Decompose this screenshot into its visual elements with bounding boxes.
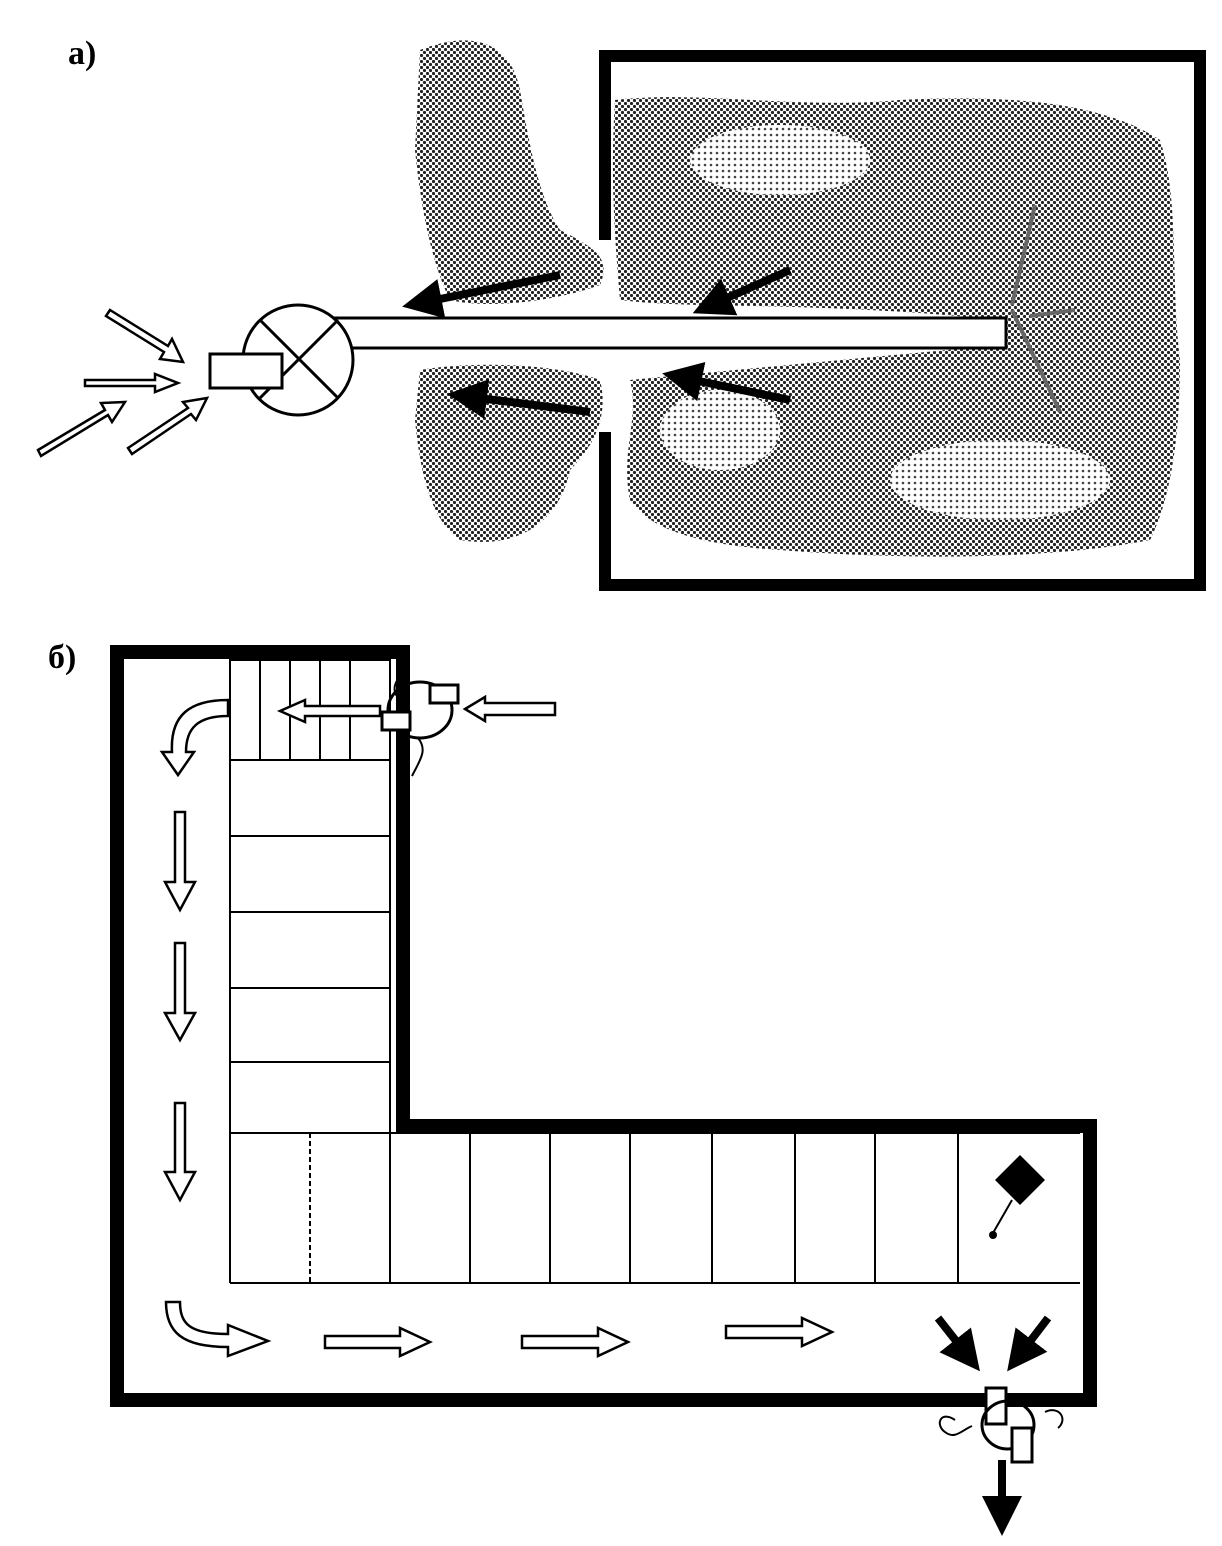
arrow-icon: [520, 1326, 631, 1358]
panel-b: б): [48, 639, 1097, 1536]
damper: [1010, 204, 1076, 413]
arrow-icon: [36, 400, 128, 458]
air-flow-arrows: [159, 698, 835, 1358]
arrow-icon: [934, 1315, 980, 1372]
arrow-icon: [323, 1326, 433, 1358]
panel-a: а): [36, 35, 1206, 591]
fan-icon: [380, 671, 460, 777]
panel-a-label: а): [68, 35, 96, 72]
arrow-icon: [662, 361, 791, 404]
exhaust-arrows: [934, 1315, 1052, 1536]
panel-b-label: б): [48, 639, 76, 676]
arrow-icon: [159, 698, 230, 778]
arrow-icon: [104, 308, 186, 364]
arrow-icon: [1007, 1315, 1052, 1372]
building-outline: [110, 645, 1097, 1407]
arrow-icon: [126, 396, 210, 456]
arrow-icon: [83, 372, 182, 394]
arrow-icon: [162, 941, 198, 1043]
arrow-icon: [447, 379, 591, 419]
intake-arrows: [36, 308, 210, 458]
flag-icon: [989, 1155, 1045, 1239]
arrow-icon: [162, 810, 198, 913]
fan-icon: [938, 1386, 1064, 1464]
fan-icon: [208, 303, 355, 417]
arrow-icon: [724, 1316, 835, 1348]
arrow-icon: [692, 266, 792, 316]
smoke-flow-arrows: [402, 266, 792, 419]
smoke-cloud: [415, 40, 1180, 557]
arrow-icon: [462, 694, 557, 724]
arrow-icon: [162, 1101, 198, 1203]
duct: [326, 316, 1008, 350]
arrow-icon: [276, 698, 382, 724]
arrow-icon: [402, 271, 561, 319]
floor-grid: [229, 659, 1080, 1284]
room-wall-top: [599, 50, 1206, 591]
arrow-icon: [164, 1300, 272, 1358]
